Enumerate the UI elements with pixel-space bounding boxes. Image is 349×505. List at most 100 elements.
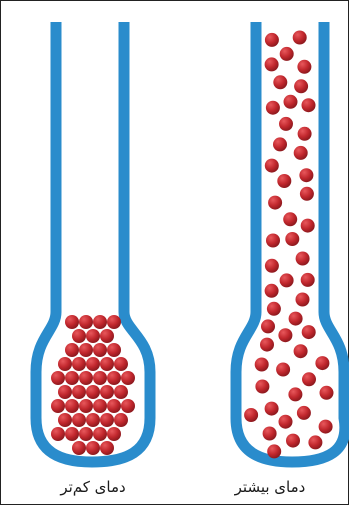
hot-particle (279, 415, 293, 429)
caption-higher-temperature: دمای بیشتر (210, 478, 330, 500)
cold-particle (51, 371, 65, 385)
hot-particle (265, 33, 279, 47)
cold-particle (86, 385, 100, 399)
hot-particle (302, 98, 316, 112)
hot-particle (296, 252, 310, 266)
cold-particle (93, 399, 107, 413)
hot-particle (263, 427, 277, 441)
cold-particle (93, 371, 107, 385)
cold-particle (107, 343, 121, 357)
cold-particle (86, 329, 100, 343)
cold-particle (100, 357, 114, 371)
hot-particle (293, 31, 307, 45)
hot-particle (276, 363, 290, 377)
cold-particle (93, 343, 107, 357)
hot-particle (319, 420, 333, 434)
hot-particle (268, 196, 282, 210)
cold-particle (65, 343, 79, 357)
hot-particle (300, 187, 314, 201)
cold-particle (86, 441, 100, 455)
hot-particle (267, 302, 281, 316)
hot-particle (285, 232, 299, 246)
cold-particle (72, 385, 86, 399)
hot-particle (298, 127, 312, 141)
cold-particle (93, 315, 107, 329)
cold-particle (51, 399, 65, 413)
cold-particle (100, 441, 114, 455)
hot-particle (273, 75, 287, 89)
cold-particle (79, 343, 93, 357)
cold-particle (58, 413, 72, 427)
hot-particle (289, 312, 303, 326)
cold-particle (65, 427, 79, 441)
cold-particle (58, 385, 72, 399)
hot-particle (294, 79, 308, 93)
cold-particle (86, 357, 100, 371)
cold-particle (65, 315, 79, 329)
cold-particle (100, 385, 114, 399)
hot-particle (286, 434, 300, 448)
hot-particle (320, 386, 334, 400)
hot-particle (267, 444, 281, 458)
hot-particle (278, 328, 292, 342)
hot-particle (302, 372, 316, 386)
hot-particle (288, 387, 302, 401)
hot-particle (297, 60, 311, 74)
cold-particle (107, 427, 121, 441)
caption-lower-temperature: دمای کم‌تر (38, 478, 148, 500)
hot-particle (302, 325, 316, 339)
cold-particle (72, 441, 86, 455)
hot-particle (277, 174, 291, 188)
cold-particle (114, 357, 128, 371)
cold-particle (65, 399, 79, 413)
hot-particle (294, 344, 308, 358)
hot-particle (299, 168, 313, 182)
hot-particle (273, 137, 287, 151)
cold-particle (107, 399, 121, 413)
cold-particle (121, 371, 135, 385)
cold-particle (79, 371, 93, 385)
hot-particle (260, 338, 274, 352)
hot-particle (265, 159, 279, 173)
hot-particle (265, 402, 279, 416)
cold-particle (79, 315, 93, 329)
hot-particle (244, 408, 258, 422)
cold-particle (86, 413, 100, 427)
cold-particle (114, 385, 128, 399)
cold-particles (51, 315, 135, 455)
cold-particle (72, 357, 86, 371)
hot-particle (301, 219, 315, 233)
hot-particle (280, 47, 294, 61)
hot-particle (279, 117, 293, 131)
cold-particle (93, 427, 107, 441)
cold-particle (72, 329, 86, 343)
cold-particle (79, 427, 93, 441)
cold-particle (100, 413, 114, 427)
cold-particle (121, 399, 135, 413)
hot-particle (265, 259, 279, 273)
hot-particle (265, 284, 279, 298)
hot-particle (315, 356, 329, 370)
hot-particle (297, 406, 311, 420)
cold-particle (58, 357, 72, 371)
cold-particle (114, 413, 128, 427)
hot-particle (296, 293, 310, 307)
cold-particle (107, 371, 121, 385)
hot-particle (308, 435, 322, 449)
hot-particle (284, 95, 298, 109)
hot-particle (261, 319, 275, 333)
cold-particle (65, 371, 79, 385)
hot-particle (280, 273, 294, 287)
cold-particle (107, 315, 121, 329)
hot-particle (255, 380, 269, 394)
hot-particle (266, 101, 280, 115)
hot-particle (283, 212, 297, 226)
cold-particle (51, 427, 65, 441)
cold-particle (100, 329, 114, 343)
hot-particle (255, 358, 269, 372)
hot-particle (294, 146, 308, 160)
hot-particle (266, 234, 280, 248)
cold-particle (72, 413, 86, 427)
hot-particle (265, 57, 279, 71)
